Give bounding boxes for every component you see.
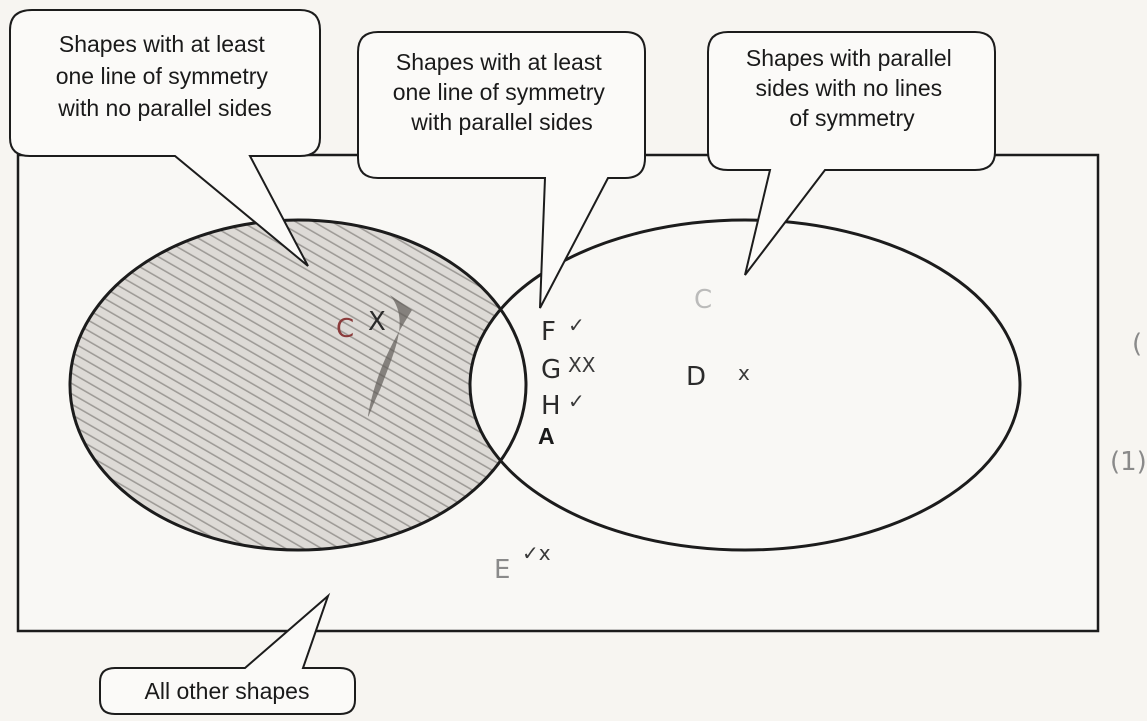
left-region-letter: C (336, 314, 354, 344)
callout-middle-text: Shapes with at least one line of symmetr… (393, 49, 612, 135)
margin-mark-2: (1) (1110, 447, 1147, 477)
callout-right-text: Shapes with parallel sides with no lines… (746, 45, 958, 131)
outside-mark: ✓x (522, 541, 551, 565)
intersection-letter-4: A (538, 423, 555, 449)
scribble-mark (368, 295, 412, 417)
callout-left (9, 9, 321, 267)
right-set-ellipse (468, 218, 1022, 552)
left-set-ellipse (68, 218, 528, 552)
outside-letter: E (494, 555, 510, 585)
intersection-mark-2: XX (568, 353, 596, 377)
callout-bottom-text: All other shapes (145, 678, 310, 704)
right-region-letter-1: C (694, 285, 712, 315)
intersection-mark-3: ✓ (568, 389, 585, 413)
left-region-shading (70, 220, 526, 550)
callout-middle (357, 31, 646, 309)
right-region-mark-2: x (738, 361, 750, 385)
callout-left-text: Shapes with at least one line of symmetr… (56, 31, 275, 121)
intersection-letter-3: H (541, 391, 561, 421)
right-region-letter-2: D (686, 362, 706, 392)
callout-right (707, 31, 996, 276)
callout-bottom (99, 592, 356, 715)
intersection-letter-2: G (541, 355, 561, 385)
margin-mark-1: ( (1132, 329, 1142, 359)
intersection-mark-1: ✓ (568, 313, 585, 337)
left-region-mark: X (368, 307, 386, 337)
intersection-letter-1: F (541, 317, 556, 347)
